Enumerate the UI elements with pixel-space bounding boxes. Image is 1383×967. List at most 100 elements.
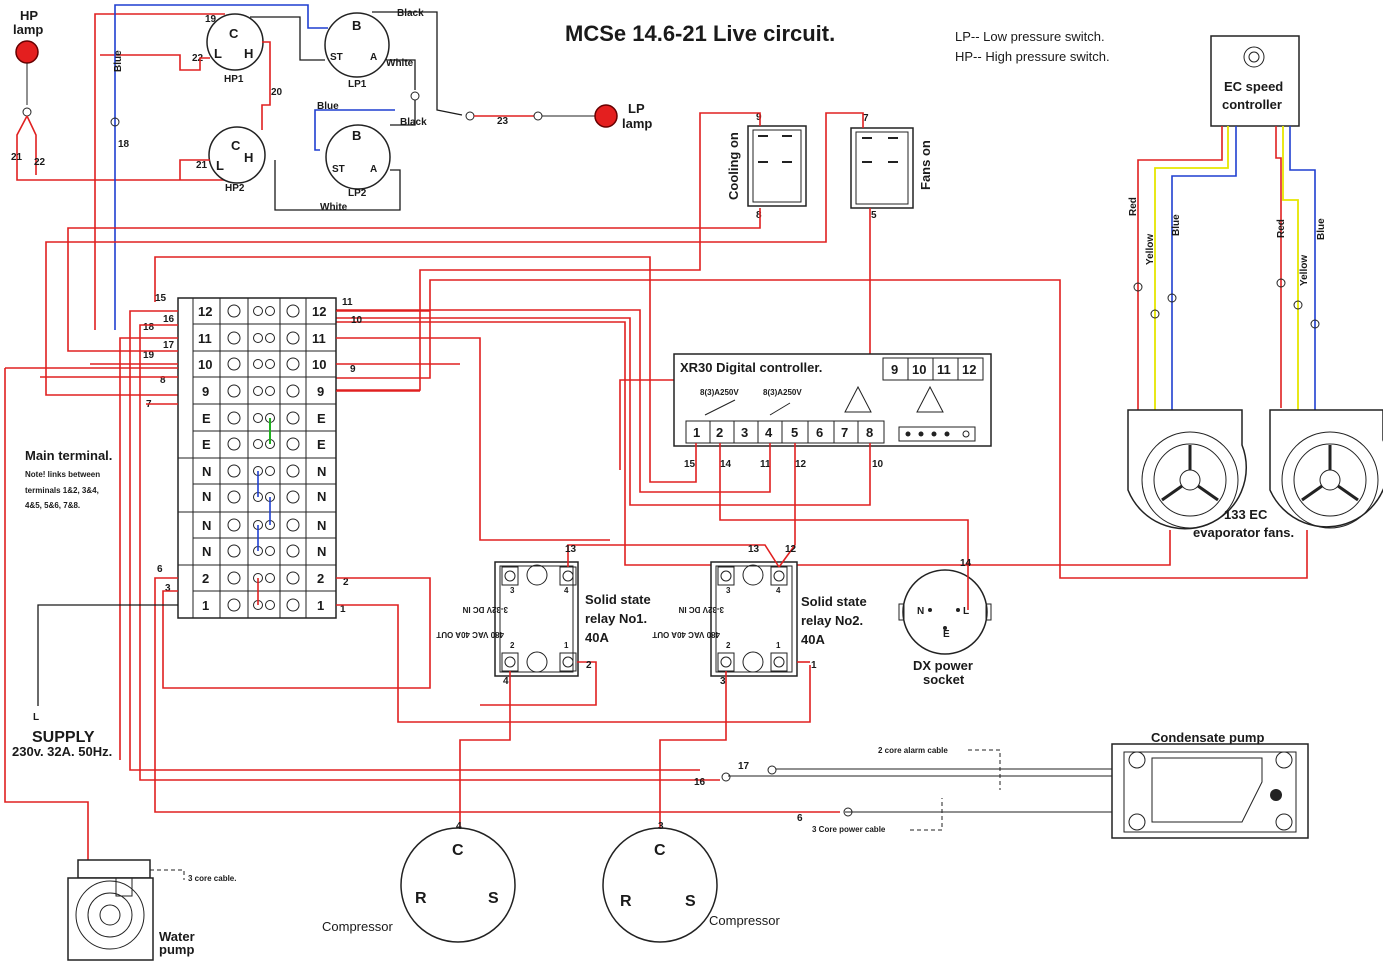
svg-text:40A: 40A bbox=[585, 630, 609, 645]
svg-text:terminals 1&2, 3&4,: terminals 1&2, 3&4, bbox=[25, 486, 99, 495]
svg-text:9: 9 bbox=[891, 362, 898, 377]
svg-text:8(3)A250V: 8(3)A250V bbox=[700, 388, 739, 397]
svg-text:L: L bbox=[33, 712, 39, 723]
evaporator-fan-2 bbox=[1269, 409, 1383, 529]
svg-text:Blue: Blue bbox=[317, 101, 339, 112]
svg-text:3: 3 bbox=[720, 676, 726, 687]
svg-text:lamp: lamp bbox=[622, 116, 652, 131]
svg-text:S: S bbox=[488, 890, 499, 907]
svg-text:2 core alarm cable: 2 core alarm cable bbox=[878, 746, 948, 755]
terminal-row-n4: N N bbox=[178, 544, 336, 566]
svg-text:16: 16 bbox=[163, 314, 175, 325]
svg-text:4: 4 bbox=[776, 586, 781, 595]
svg-text:C: C bbox=[654, 842, 666, 859]
main-terminal-title: Main terminal. bbox=[25, 448, 112, 463]
svg-text:XR30 Digital controller.: XR30 Digital controller. bbox=[680, 360, 822, 375]
svg-text:4: 4 bbox=[765, 425, 773, 440]
svg-text:9: 9 bbox=[317, 384, 324, 399]
svg-text:22: 22 bbox=[192, 53, 204, 64]
svg-text:3: 3 bbox=[726, 586, 731, 595]
supply: L SUPPLY 230v. 32A. 50Hz. bbox=[12, 712, 112, 759]
svg-text:evaporator fans.: evaporator fans. bbox=[1193, 525, 1294, 540]
svg-text:Red: Red bbox=[1128, 197, 1139, 216]
svg-text:9: 9 bbox=[350, 364, 356, 375]
svg-text:ST: ST bbox=[332, 164, 345, 175]
svg-text:relay No1.: relay No1. bbox=[585, 611, 647, 626]
svg-text:480 VAC 40A OUT: 480 VAC 40A OUT bbox=[436, 630, 504, 639]
svg-text:1: 1 bbox=[202, 598, 209, 613]
hp2-switch: C L H HP2 bbox=[208, 126, 266, 194]
svg-text:40A: 40A bbox=[801, 632, 825, 647]
compressor-2: C R S Compressor bbox=[602, 827, 780, 943]
svg-text:B: B bbox=[352, 18, 361, 33]
svg-text:21: 21 bbox=[11, 152, 23, 163]
lp-lamp: LP lamp bbox=[594, 101, 652, 131]
svg-text:4: 4 bbox=[564, 586, 569, 595]
svg-text:S: S bbox=[685, 893, 696, 910]
svg-text:3 Core power cable: 3 Core power cable bbox=[812, 825, 886, 834]
svg-text:Compressor: Compressor bbox=[322, 919, 393, 934]
svg-text:controller: controller bbox=[1222, 97, 1282, 112]
svg-text:11: 11 bbox=[312, 331, 326, 346]
terminal-row-n2: N N bbox=[178, 489, 336, 513]
svg-text:DX power: DX power bbox=[913, 658, 973, 673]
svg-text:15: 15 bbox=[684, 459, 696, 470]
compressor-1: C R S Compressor bbox=[322, 827, 516, 943]
svg-text:C: C bbox=[231, 138, 241, 153]
svg-text:Yellow: Yellow bbox=[1299, 255, 1310, 286]
svg-text:19: 19 bbox=[205, 14, 217, 25]
svg-text:7: 7 bbox=[841, 425, 848, 440]
svg-text:2: 2 bbox=[716, 425, 723, 440]
svg-text:6: 6 bbox=[797, 813, 803, 824]
svg-text:3: 3 bbox=[165, 583, 171, 594]
svg-text:N: N bbox=[202, 518, 211, 533]
svg-text:Blue: Blue bbox=[1316, 218, 1327, 240]
lp1-switch: B ST A LP1 bbox=[324, 12, 390, 90]
svg-text:Black: Black bbox=[397, 8, 424, 19]
svg-text:12: 12 bbox=[795, 459, 807, 470]
terminal-row-e1: E E bbox=[193, 411, 336, 432]
hp-lamp: HP lamp bbox=[13, 8, 43, 117]
svg-text:5: 5 bbox=[791, 425, 798, 440]
svg-text:Solid state: Solid state bbox=[801, 594, 867, 609]
svg-text:E: E bbox=[943, 629, 950, 640]
svg-text:4&5, 5&6, 7&8.: 4&5, 5&6, 7&8. bbox=[25, 501, 80, 510]
fans-on-switch: Fans on 7 5 bbox=[850, 113, 933, 221]
svg-text:3-32V DC IN: 3-32V DC IN bbox=[678, 605, 724, 614]
svg-text:3: 3 bbox=[741, 425, 748, 440]
svg-text:E: E bbox=[317, 437, 326, 452]
svg-text:17: 17 bbox=[738, 761, 750, 772]
svg-text:E: E bbox=[202, 437, 211, 452]
terminal-row-2: 2 2 bbox=[193, 571, 336, 592]
svg-text:B: B bbox=[352, 128, 361, 143]
ssr-1: 3 4 3-32V DC IN 480 VAC 40A OUT 2 1 Soli… bbox=[436, 561, 651, 677]
svg-text:13: 13 bbox=[748, 544, 760, 555]
svg-text:N: N bbox=[317, 518, 326, 533]
svg-text:ST: ST bbox=[330, 52, 343, 63]
svg-text:3: 3 bbox=[510, 586, 515, 595]
svg-text:A: A bbox=[370, 52, 377, 63]
svg-text:R: R bbox=[620, 893, 632, 910]
svg-text:5: 5 bbox=[871, 210, 877, 221]
svg-text:E: E bbox=[317, 411, 326, 426]
svg-text:1: 1 bbox=[340, 604, 346, 615]
svg-text:Note! links between: Note! links between bbox=[25, 470, 100, 479]
svg-text:A: A bbox=[370, 164, 377, 175]
ec-speed-controller: EC speed controller bbox=[1210, 35, 1300, 127]
svg-text:12: 12 bbox=[785, 544, 797, 555]
terminal-row-1: 1 1 bbox=[202, 598, 324, 613]
svg-text:Water: Water bbox=[159, 929, 195, 944]
svg-text:H: H bbox=[244, 150, 253, 165]
svg-text:10: 10 bbox=[912, 362, 926, 377]
svg-text:11: 11 bbox=[342, 297, 353, 308]
svg-text:11: 11 bbox=[198, 331, 212, 346]
svg-text:8: 8 bbox=[866, 425, 873, 440]
svg-text:Blue: Blue bbox=[113, 50, 124, 72]
ssr-2: 3 4 3-32V DC IN 480 VAC 40A OUT 2 1 Soli… bbox=[652, 561, 867, 677]
svg-text:N: N bbox=[317, 464, 326, 479]
svg-text:3 core cable.: 3 core cable. bbox=[188, 874, 236, 883]
svg-text:N: N bbox=[202, 464, 211, 479]
svg-text:Condensate pump: Condensate pump bbox=[1151, 730, 1264, 745]
svg-text:12: 12 bbox=[198, 304, 212, 319]
svg-text:1: 1 bbox=[693, 425, 700, 440]
